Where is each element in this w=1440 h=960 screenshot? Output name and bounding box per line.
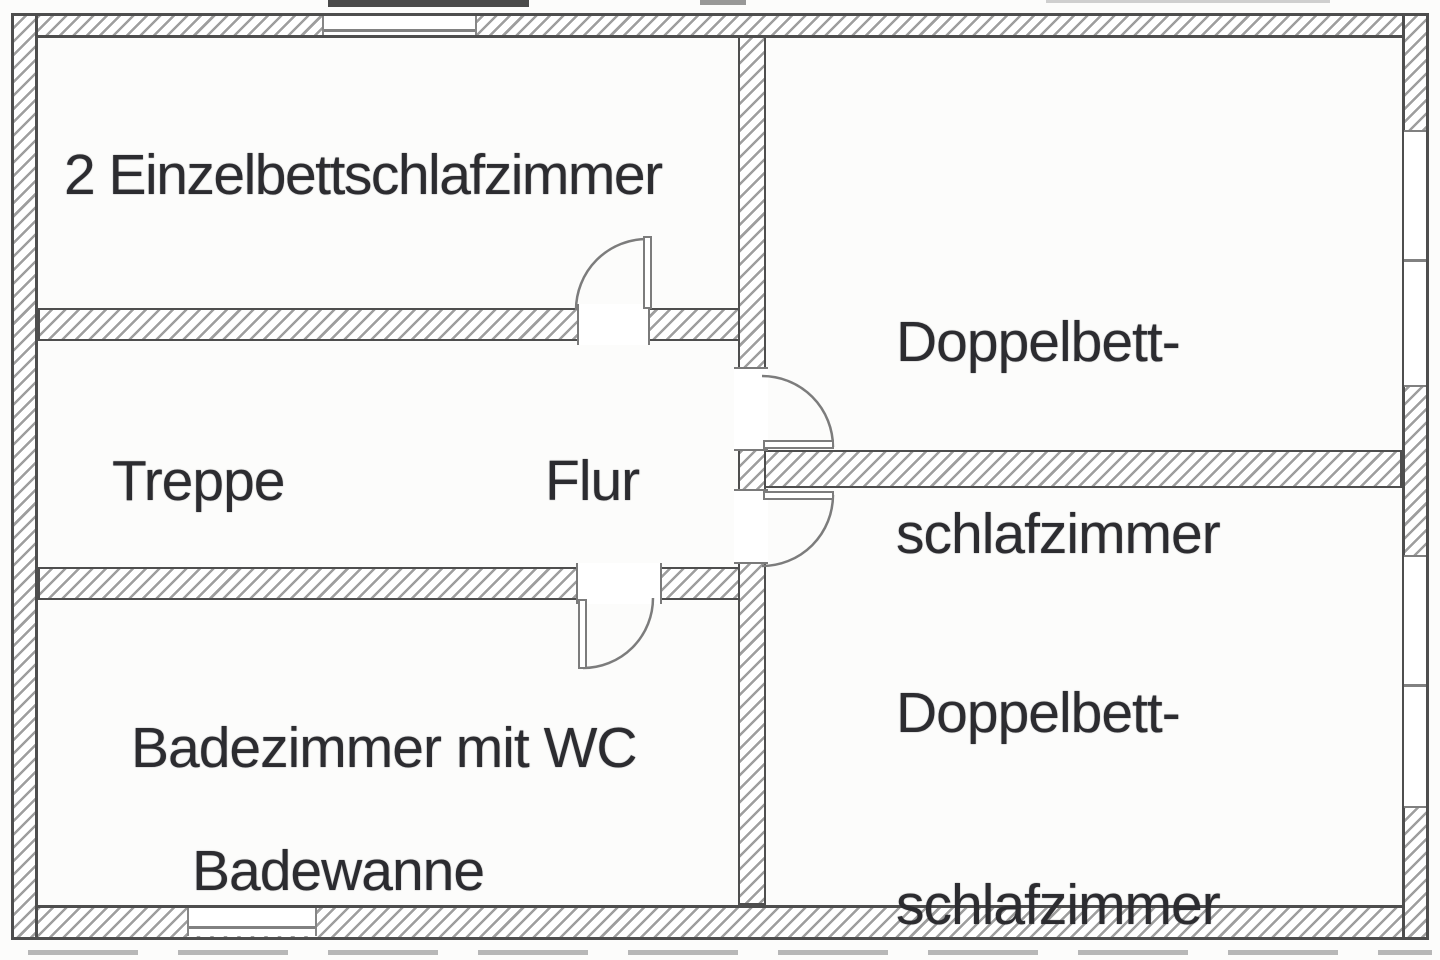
label-double-bedroom-top-line1: Doppelbett- bbox=[896, 310, 1181, 374]
window-top-wall bbox=[322, 16, 477, 35]
door-arc-double-top bbox=[761, 374, 835, 448]
scan-artifact-top-faint bbox=[1046, 0, 1330, 3]
label-double-bedroom-top: Doppelbett- schlafzimmer bbox=[896, 182, 1221, 694]
window-right-top-bedroom bbox=[1404, 130, 1426, 387]
wall-central-vertical bbox=[738, 36, 766, 905]
door-arc-single-bedroom bbox=[574, 237, 648, 311]
wall-left bbox=[11, 13, 38, 940]
door-opening-single-bedroom bbox=[577, 304, 650, 345]
label-bathroom: Badezimmer mit WC bbox=[131, 716, 638, 780]
label-stairs: Treppe bbox=[112, 449, 285, 513]
door-leaf-bathroom bbox=[578, 599, 587, 669]
scan-artifact-top-dash-2 bbox=[700, 0, 746, 5]
door-leaf-single-bedroom bbox=[643, 236, 652, 309]
label-double-bedroom-top-line2: schlafzimmer bbox=[896, 502, 1221, 566]
door-opening-double-top bbox=[734, 367, 768, 451]
label-bathtub: Badewanne bbox=[192, 839, 485, 903]
window-right-top-mullion bbox=[1404, 259, 1426, 262]
door-arc-double-bottom bbox=[761, 494, 835, 568]
label-double-bedroom-bottom-line2: schlafzimmer bbox=[896, 873, 1221, 937]
label-single-bedroom: 2 Einzelbettschlafzimmer bbox=[64, 143, 663, 207]
window-top-wall-sill bbox=[324, 29, 475, 32]
door-leaf-double-bottom bbox=[763, 491, 834, 500]
label-double-bedroom-bottom: Doppelbett- schlafzimmer bbox=[896, 553, 1221, 960]
label-double-bedroom-bottom-line1: Doppelbett- bbox=[896, 681, 1181, 745]
scan-artifact-bottom-dashes bbox=[28, 950, 1432, 955]
door-opening-bathroom bbox=[576, 563, 662, 604]
label-hallway: Flur bbox=[545, 449, 640, 513]
window-bottom-wall-sill bbox=[189, 926, 315, 929]
door-opening-double-bottom bbox=[734, 489, 768, 564]
door-leaf-double-top bbox=[763, 440, 834, 449]
wall-double-bedrooms-divider bbox=[764, 450, 1402, 488]
window-right-bottom-bedroom bbox=[1404, 555, 1426, 808]
window-right-bottom-mullion bbox=[1404, 684, 1426, 687]
scan-artifact-top-dash bbox=[328, 0, 529, 7]
window-bottom-wall bbox=[187, 908, 317, 936]
door-arc-bathroom bbox=[582, 597, 655, 670]
wall-top bbox=[11, 13, 1429, 38]
